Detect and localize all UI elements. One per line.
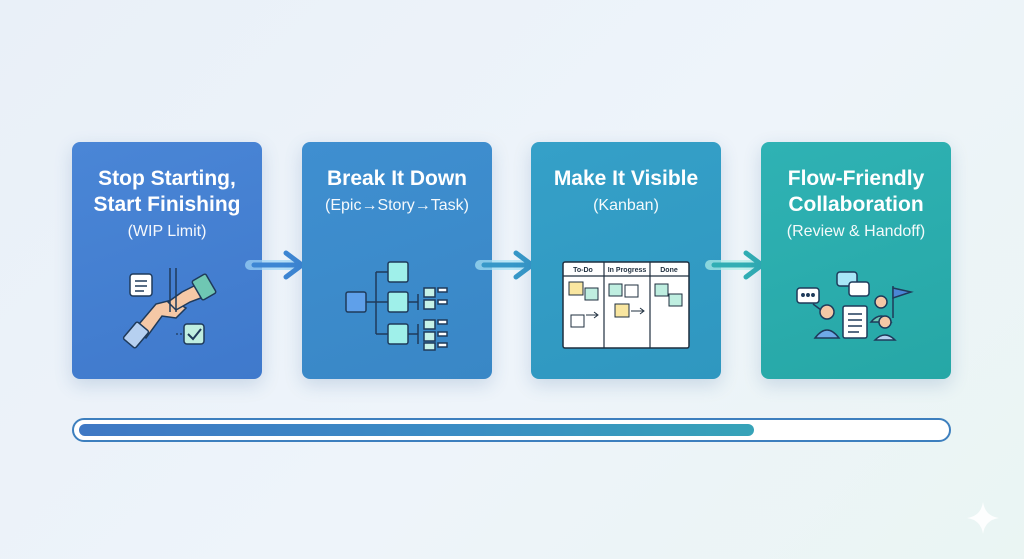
- step-title: Flow-Friendly Collaboration: [787, 167, 925, 216]
- handshake-icon: [122, 268, 217, 349]
- step-subtitle: (Kanban): [593, 197, 659, 214]
- kanban-column-in-progress: In Progress: [608, 267, 647, 274]
- step-card-wip-limit: Stop Starting, Start Finishing (WIP Limi…: [72, 142, 262, 379]
- kanban-column-done: Done: [660, 267, 678, 274]
- step-subtitle: (Review & Handoff): [786, 223, 926, 240]
- hierarchy-tree-icon: [345, 261, 448, 351]
- sparkle-icon: [967, 502, 999, 534]
- step-title: Stop Starting, Start Finishing: [93, 167, 241, 216]
- step-subtitle: (WIP Limit): [127, 223, 207, 240]
- step-subtitle: (Epic→Story→Task): [324, 197, 470, 214]
- step-title: Break It Down: [326, 167, 468, 190]
- kanban-column-todo: To-Do: [573, 267, 593, 274]
- team-collaboration-icon: [796, 271, 914, 341]
- step-card-break-it-down: Break It Down (Epic→Story→Task): [302, 142, 492, 379]
- kanban-board-icon: To-Do In Progress Done: [562, 261, 690, 349]
- step-card-collaboration: Flow-Friendly Collaboration (Review & Ha…: [761, 142, 951, 379]
- progress-bar: [72, 418, 951, 442]
- step-card-make-it-visible: Make It Visible (Kanban) To-Do In Progre…: [531, 142, 721, 379]
- step-title: Make It Visible: [553, 167, 699, 190]
- progress-bar-fill: [79, 424, 754, 436]
